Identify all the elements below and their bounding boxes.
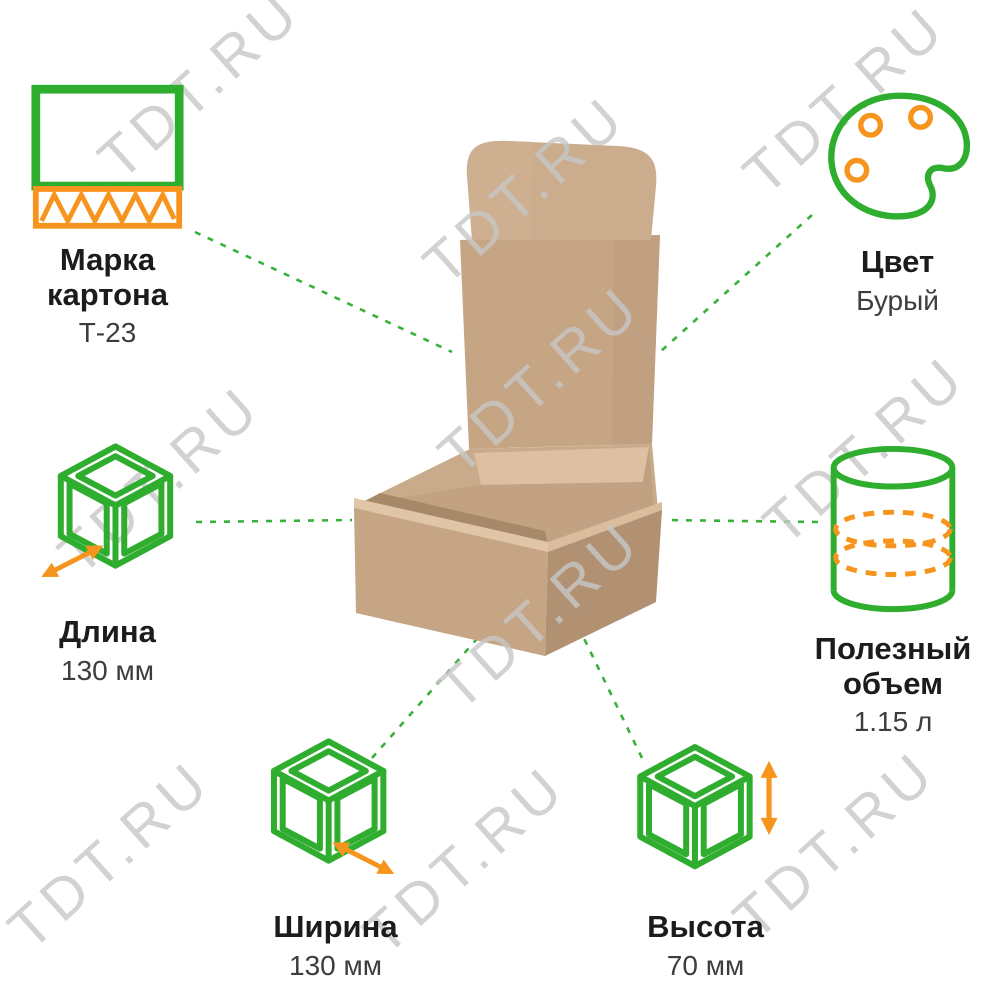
connector-line xyxy=(371,623,491,759)
product-box-photo xyxy=(354,140,662,656)
feature-title: Марка картона xyxy=(47,242,168,312)
connector-line xyxy=(195,518,353,524)
feature-length: Длина 130 мм xyxy=(15,438,200,687)
feature-value: 70 мм xyxy=(666,949,745,981)
connector-line xyxy=(659,214,813,353)
feature-title: Цвет xyxy=(860,244,935,279)
feature-value: Т-23 xyxy=(78,317,137,349)
feature-value: 130 мм xyxy=(61,654,154,686)
feature-title: Ширина xyxy=(273,909,398,944)
watermark-text: TDT.RU xyxy=(426,507,654,723)
connector-line xyxy=(663,518,819,524)
feature-value: 130 мм xyxy=(289,949,382,981)
feature-value: Бурый xyxy=(856,284,939,316)
connector-line xyxy=(194,230,453,354)
feature-cardboard-grade: Марка картона Т-23 xyxy=(15,83,200,350)
length-cube-icon xyxy=(37,438,188,585)
feature-value: 1.15 л xyxy=(853,706,933,738)
feature-title: Полезный объем xyxy=(814,631,972,701)
width-cube-icon xyxy=(256,733,398,882)
watermark-text: TDT.RU xyxy=(0,747,224,963)
watermark-text: TDT.RU xyxy=(426,272,654,488)
connector-line xyxy=(575,623,644,759)
feature-volume: Полезный объем 1.15 л xyxy=(798,442,988,739)
feature-title: Длина xyxy=(59,614,156,649)
height-cube-icon xyxy=(626,733,778,898)
feature-height: Высота 70 мм xyxy=(613,733,798,982)
feature-title: Высота xyxy=(647,909,764,944)
feature-width: Ширина 130 мм xyxy=(243,733,428,982)
cardboard-grade-icon xyxy=(31,84,184,229)
palette-icon xyxy=(827,92,970,220)
feature-color: Цвет Бурый xyxy=(805,88,990,317)
box-body xyxy=(354,444,662,656)
box-lid xyxy=(460,140,660,449)
watermark-text: TDT.RU xyxy=(411,82,639,298)
volume-cylinder-icon xyxy=(830,445,956,613)
